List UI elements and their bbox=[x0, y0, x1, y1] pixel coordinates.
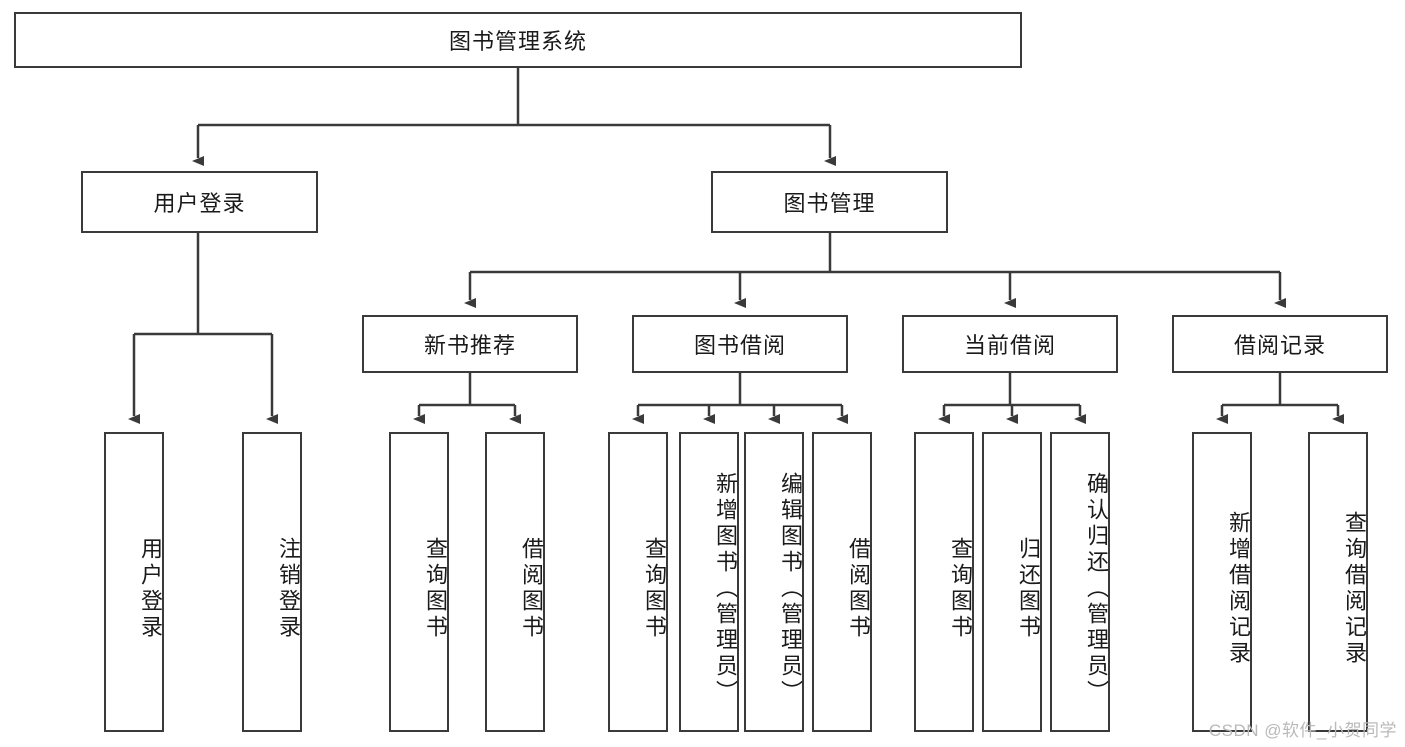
watermark-text: CSDN @软件_小贺同学 bbox=[1208, 721, 1397, 740]
node-book-management[interactable]: 图书管理 bbox=[711, 171, 948, 233]
node-label: 图书管理系统 bbox=[448, 29, 587, 54]
node-label: 注销登录 bbox=[276, 537, 301, 641]
leaf-edit-book-admin[interactable]: 编辑图书（管理员） bbox=[744, 432, 804, 732]
node-label: 用户登录 bbox=[138, 537, 163, 641]
node-label: 确认归还（管理员） bbox=[1084, 472, 1109, 706]
leaf-user-logout[interactable]: 注销登录 bbox=[242, 432, 302, 732]
node-label: 图书管理 bbox=[783, 191, 876, 216]
node-label: 借阅记录 bbox=[1233, 333, 1326, 358]
leaf-query-borrow-record[interactable]: 查询借阅记录 bbox=[1308, 432, 1368, 732]
leaf-user-login[interactable]: 用户登录 bbox=[104, 432, 164, 732]
node-label: 查询图书 bbox=[642, 537, 667, 641]
node-root-system[interactable]: 图书管理系统 bbox=[14, 12, 1022, 68]
node-label: 新增借阅记录 bbox=[1226, 511, 1251, 667]
leaf-return-book[interactable]: 归还图书 bbox=[982, 432, 1042, 732]
node-label: 新书推荐 bbox=[423, 333, 516, 358]
node-label: 借阅图书 bbox=[519, 537, 544, 641]
node-borrow-record[interactable]: 借阅记录 bbox=[1172, 315, 1388, 373]
node-book-borrow[interactable]: 图书借阅 bbox=[632, 315, 848, 373]
node-label: 查询图书 bbox=[948, 537, 973, 641]
node-label: 查询图书 bbox=[423, 537, 448, 641]
leaf-borrow-book[interactable]: 借阅图书 bbox=[812, 432, 872, 732]
leaf-confirm-return-admin[interactable]: 确认归还（管理员） bbox=[1050, 432, 1110, 732]
node-label: 归还图书 bbox=[1016, 537, 1041, 641]
node-new-book-recommend[interactable]: 新书推荐 bbox=[362, 315, 578, 373]
node-label: 新增图书（管理员） bbox=[713, 472, 738, 706]
node-current-borrow[interactable]: 当前借阅 bbox=[902, 315, 1118, 373]
node-label: 查询借阅记录 bbox=[1342, 511, 1367, 667]
node-label: 用户登录 bbox=[153, 191, 246, 216]
node-label: 编辑图书（管理员） bbox=[778, 472, 803, 706]
node-label: 当前借阅 bbox=[963, 333, 1056, 358]
leaf-query-book-borrow[interactable]: 查询图书 bbox=[608, 432, 668, 732]
node-label: 图书借阅 bbox=[693, 333, 786, 358]
leaf-query-book-current[interactable]: 查询图书 bbox=[914, 432, 974, 732]
leaf-borrow-book-recommend[interactable]: 借阅图书 bbox=[485, 432, 545, 732]
leaf-add-borrow-record[interactable]: 新增借阅记录 bbox=[1192, 432, 1252, 732]
leaf-add-book-admin[interactable]: 新增图书（管理员） bbox=[679, 432, 739, 732]
node-user-login[interactable]: 用户登录 bbox=[81, 171, 318, 233]
leaf-query-book-recommend[interactable]: 查询图书 bbox=[389, 432, 449, 732]
node-label: 借阅图书 bbox=[846, 537, 871, 641]
